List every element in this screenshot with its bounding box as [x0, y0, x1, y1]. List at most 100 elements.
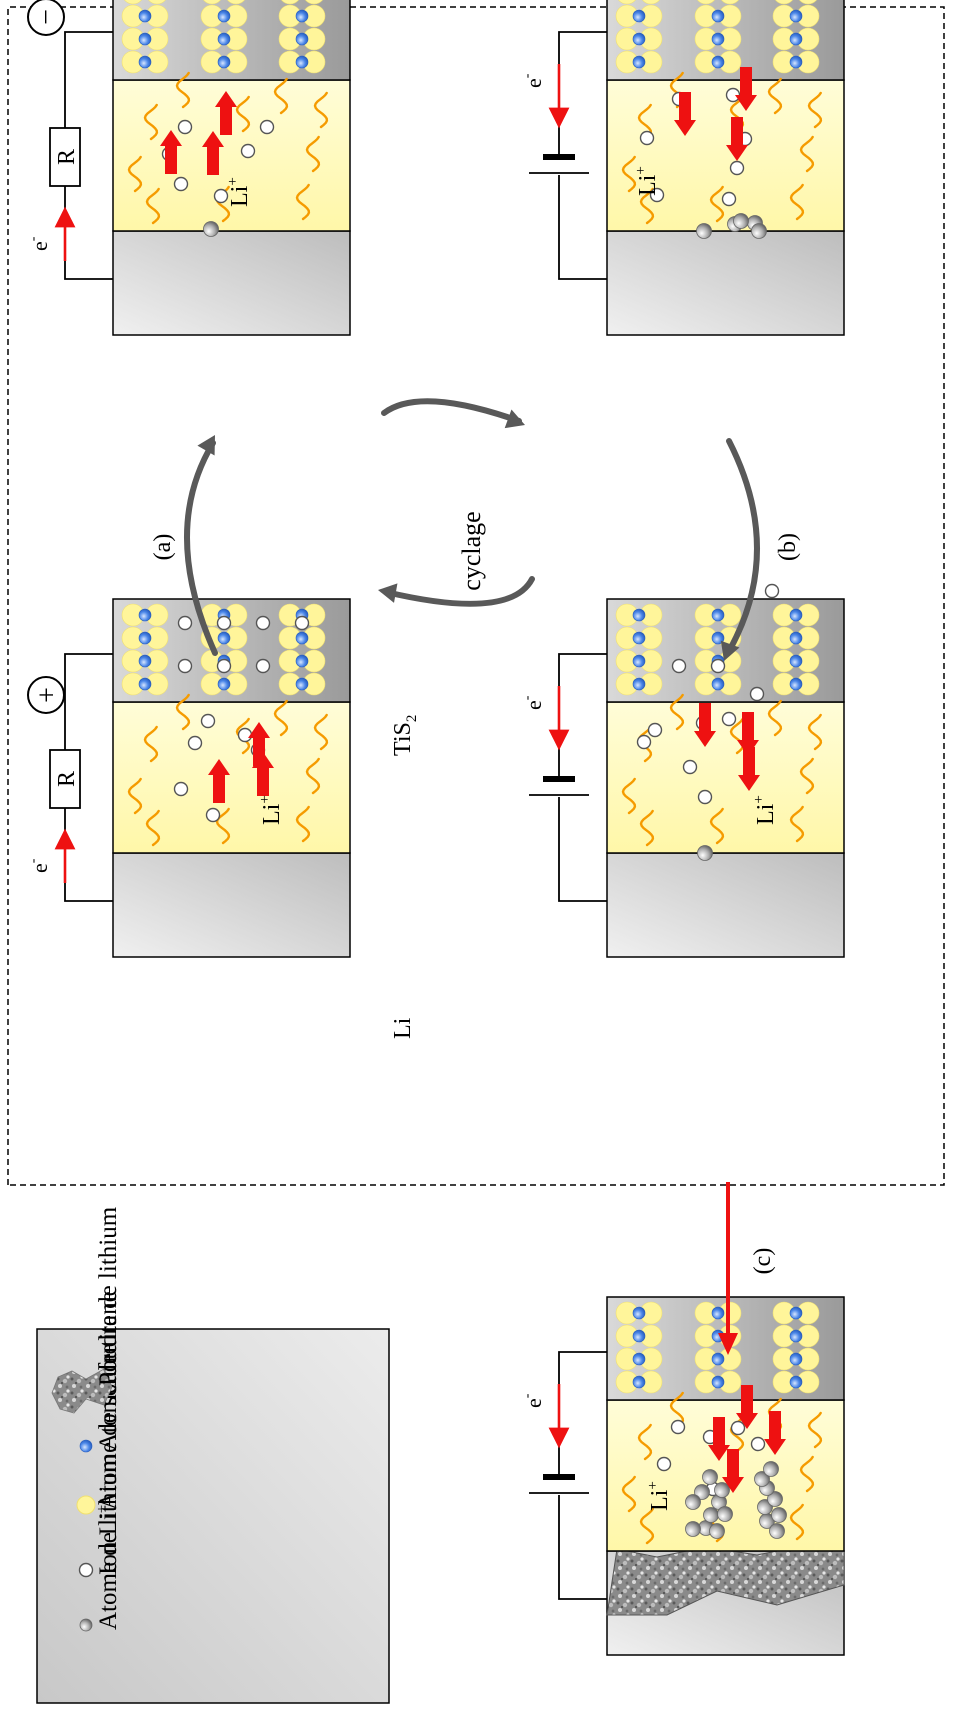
- electrolyte: [606, 1399, 845, 1552]
- lithium-ion: [259, 119, 275, 135]
- electron-label: e-: [26, 858, 52, 873]
- polymer-chain: [621, 155, 637, 193]
- lithium-ion: [216, 658, 232, 674]
- lithium-ion: [764, 583, 780, 599]
- cycle-arrow-bottom: [383, 576, 535, 607]
- sulfur-atom: [718, 0, 742, 5]
- titanium-atom: [632, 55, 646, 69]
- titanium-atom: [711, 9, 725, 23]
- titanium-atom: [295, 32, 309, 46]
- lithium-ion: [187, 735, 203, 751]
- polymer-chain: [669, 693, 685, 731]
- titanium-atom: [711, 677, 725, 691]
- polymer-chain: [313, 91, 329, 129]
- lithium-ion: [710, 658, 726, 674]
- polymer-chain: [767, 699, 783, 737]
- lithium-ion: [729, 160, 745, 176]
- titanium-atom: [711, 55, 725, 69]
- cycle-arrow-b-head: [720, 640, 740, 661]
- li-ion-migration-arrow: [674, 92, 696, 136]
- titanium-atom: [138, 608, 152, 622]
- titanium-atom: [295, 9, 309, 23]
- lithium-ion: [656, 1456, 672, 1472]
- polymer-chain: [789, 1503, 805, 1541]
- polymer-chain: [807, 713, 823, 751]
- titanium-atom: [789, 1352, 803, 1366]
- sulfur-atom: [694, 0, 718, 5]
- sulfur-atom: [615, 0, 639, 5]
- sulfur-atom: [145, 0, 169, 5]
- titanium-atom: [217, 55, 231, 69]
- terminal-plus: +: [27, 676, 65, 714]
- li-ion-label: Li+: [645, 1481, 673, 1511]
- titanium-atom: [632, 9, 646, 23]
- li-ion-label: Li+: [751, 795, 779, 825]
- li-ion-migration-arrow: [160, 130, 182, 174]
- titanium-atom: [789, 9, 803, 23]
- li-ion-migration-arrow: [736, 1385, 758, 1429]
- titanium-atom: [632, 677, 646, 691]
- step-c-label: (c): [750, 1248, 776, 1275]
- titanium-atom: [295, 55, 309, 69]
- terminal-minus: −: [27, 0, 65, 36]
- polymer-chain: [143, 725, 159, 763]
- label-li-anode: Li: [390, 1017, 416, 1039]
- titanium-atom: [711, 1375, 725, 1389]
- polymer-chain: [621, 1475, 637, 1513]
- titanium-atom: [295, 654, 309, 668]
- sulfur-atom: [639, 0, 663, 5]
- lithium-atom: [696, 223, 712, 239]
- anode-label: Li: [390, 1017, 416, 1039]
- electron-label: e-: [26, 236, 52, 251]
- polymer-chain: [709, 185, 725, 223]
- cathode-label: TiS2: [390, 715, 420, 756]
- li-ion-migration-arrow: [708, 1417, 730, 1461]
- lithium-ion: [255, 615, 271, 631]
- cycling-label: cyclage: [457, 511, 486, 590]
- titanium-atom: [789, 1375, 803, 1389]
- lithium-ion: [173, 176, 189, 192]
- lithium-ion: [697, 789, 713, 805]
- battery-cell-discharged: Li+Re-: [26, 598, 351, 958]
- lithium-atom: [717, 1506, 733, 1522]
- sulfur-atom: [200, 0, 224, 5]
- lithium-ion: [173, 781, 189, 797]
- titanium-atom: [79, 1439, 93, 1453]
- electrolyte: [112, 701, 351, 854]
- sulfur-atom: [796, 0, 820, 5]
- lithium-ion: [749, 686, 765, 702]
- lithium-ion: [671, 658, 687, 674]
- lithium-anode: [606, 852, 845, 958]
- polymer-chain: [799, 757, 815, 795]
- lithium-ion: [255, 658, 271, 674]
- li-ion-label: Li+: [225, 177, 253, 207]
- titanium-atom: [632, 654, 646, 668]
- resistor-label: R: [54, 149, 80, 165]
- polymer-chain: [767, 77, 783, 115]
- polymer-chain: [305, 757, 321, 795]
- lithium-ion: [177, 119, 193, 135]
- lithium-ion: [721, 711, 737, 727]
- lithium-atom: [754, 1471, 770, 1487]
- legend-label: Poudre de lithium: [95, 1206, 122, 1386]
- titanium-atom: [632, 1375, 646, 1389]
- titanium-atom: [789, 1306, 803, 1320]
- titanium-atom: [632, 1329, 646, 1343]
- lithium-anode: [112, 852, 351, 958]
- li-ion-migration-arrow: [208, 759, 230, 803]
- lithium-atom: [79, 1618, 93, 1632]
- polymer-chain: [709, 807, 725, 845]
- polymer-chain: [273, 77, 289, 115]
- polymer-chain: [789, 183, 805, 221]
- lithium-atom: [714, 1482, 730, 1498]
- legend-item-lithium-atom: Atome de lithium: [79, 1453, 122, 1632]
- resistor: [49, 127, 81, 187]
- cycle-arrows: [184, 398, 760, 1355]
- label-tis2-cathode: TiS2: [390, 715, 420, 756]
- polymer-chain: [145, 809, 161, 847]
- li-ion-migration-arrow: [735, 67, 757, 111]
- lithium-atom: [685, 1521, 701, 1537]
- cycle-frame: [7, 6, 945, 1186]
- polymer-chain: [799, 135, 815, 173]
